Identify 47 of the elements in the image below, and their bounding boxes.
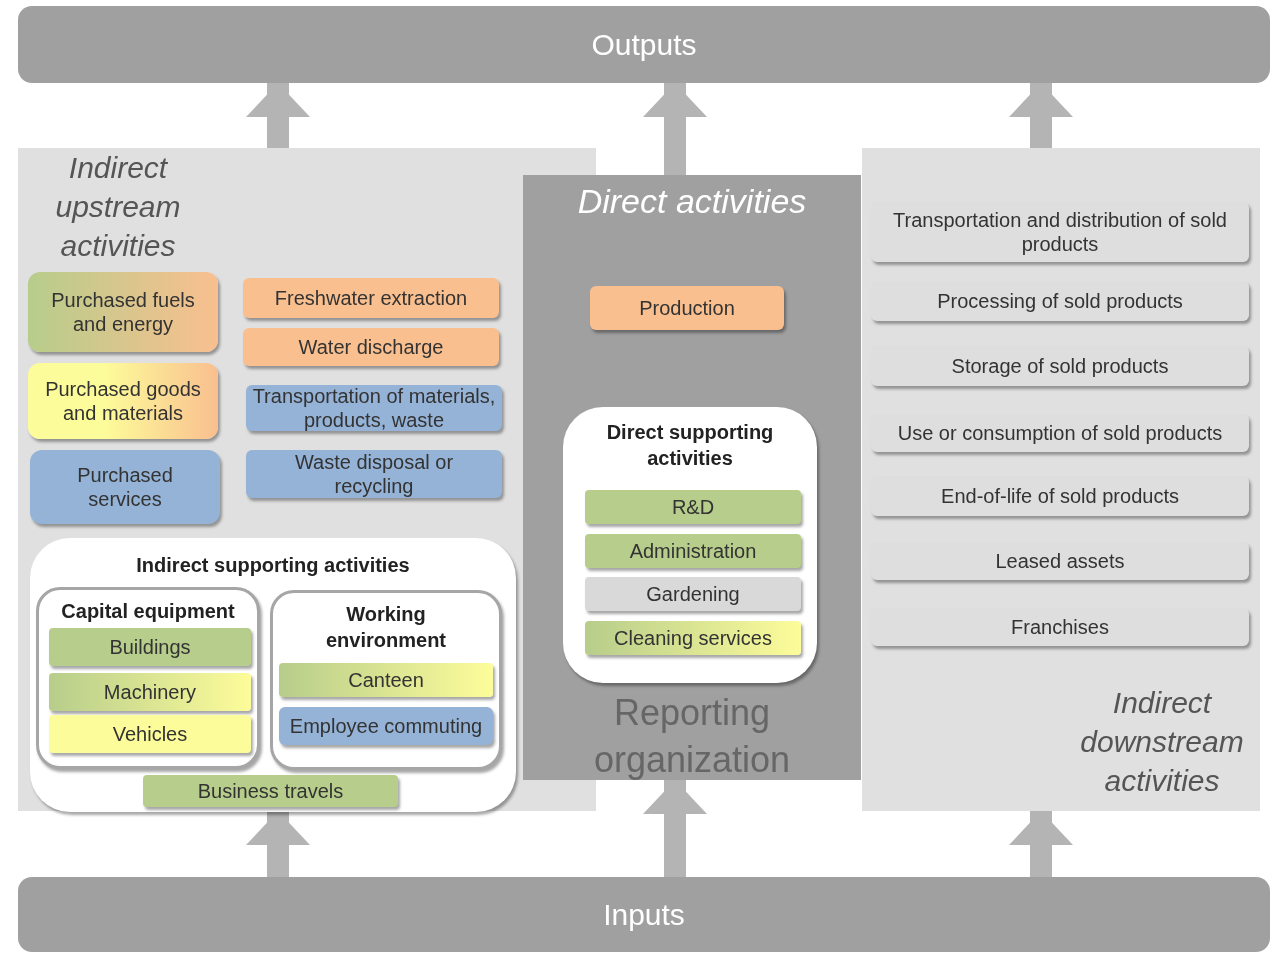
activity-box: Transportation and distribution of sold products <box>871 202 1249 262</box>
activity-box: Waste disposal or recycling <box>246 450 502 498</box>
panel-title: Reporting organization <box>592 691 792 782</box>
group-panel <box>270 590 502 770</box>
activity-box: Storage of sold products <box>871 346 1249 386</box>
panel-title: Indirect upstream activities <box>54 150 182 264</box>
activity-box: Processing of sold products <box>871 281 1249 321</box>
block-arrow <box>246 83 310 148</box>
panel-title: Direct activities <box>576 181 808 222</box>
activity-box: Cleaning services <box>585 621 801 655</box>
block-arrow <box>643 780 707 877</box>
activity-box: R&D <box>585 490 801 524</box>
block-arrow <box>1009 83 1073 148</box>
activity-box: Purchased goods and materials <box>28 363 218 439</box>
activity-box: Vehicles <box>49 715 251 753</box>
activity-box: Water discharge <box>243 328 499 366</box>
block-arrow <box>246 811 310 877</box>
block-arrow <box>1009 811 1073 877</box>
activity-box: Administration <box>585 534 801 568</box>
activity-box: Gardening <box>585 577 801 611</box>
activity-box: End-of-life of sold products <box>871 476 1249 516</box>
banner-bar: Outputs <box>18 6 1270 83</box>
activity-box: Purchased services <box>30 450 220 524</box>
group-title: Working environment <box>325 602 447 653</box>
activity-box: Machinery <box>49 673 251 711</box>
activity-box: Employee commuting <box>279 707 493 745</box>
activity-box: Leased assets <box>871 542 1249 580</box>
panel-title: Indirect downstream activities <box>1079 685 1245 799</box>
activity-box: Franchises <box>871 608 1249 646</box>
group-title: Direct supporting activities <box>605 420 775 471</box>
banner-bar: Inputs <box>18 877 1270 952</box>
group-panel <box>563 407 817 683</box>
activity-box: Transportation of materials, products, waste <box>246 385 502 431</box>
activity-box: Production <box>590 286 784 330</box>
group-panel <box>36 587 260 769</box>
activity-box: Business travels <box>143 775 398 807</box>
group-panel <box>30 538 516 812</box>
activity-box: Canteen <box>279 663 493 697</box>
activity-box: Freshwater extraction <box>243 278 499 318</box>
panel <box>862 148 1260 811</box>
group-title: Indirect supporting activities <box>135 553 411 578</box>
group-title: Capital equipment <box>60 599 236 624</box>
panel <box>523 175 861 780</box>
block-arrow <box>643 83 707 175</box>
activity-box: Buildings <box>49 628 251 666</box>
activity-box: Purchased fuels and energy <box>28 272 218 352</box>
activity-box: Use or consumption of sold products <box>871 414 1249 452</box>
